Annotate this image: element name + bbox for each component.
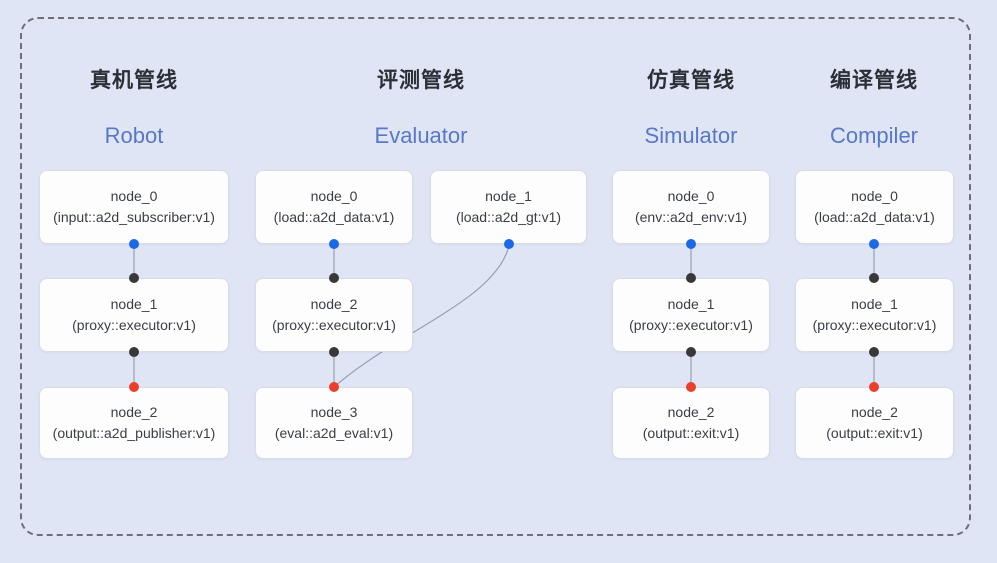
node-name: node_1 bbox=[667, 296, 715, 312]
port-dot-red bbox=[869, 382, 879, 392]
node-impl: (proxy::executor:v1) bbox=[812, 317, 937, 333]
port-dot-blue bbox=[129, 239, 139, 249]
node-impl: (proxy::executor:v1) bbox=[72, 317, 196, 333]
pipeline-title-en-robot: Robot bbox=[104, 123, 164, 148]
port-dot-dark bbox=[686, 347, 696, 357]
pipeline-title-zh-evaluator: 评测管线 bbox=[377, 69, 465, 92]
node-impl: (env::a2d_env:v1) bbox=[634, 209, 748, 225]
node-impl: (output::exit:v1) bbox=[642, 425, 740, 441]
node-name: node_2 bbox=[667, 404, 715, 420]
port-dot-dark bbox=[329, 273, 339, 283]
node-impl: (output::exit:v1) bbox=[826, 425, 923, 441]
port-dot-red bbox=[686, 382, 696, 392]
node-name: node_0 bbox=[310, 188, 358, 204]
port-dot-blue bbox=[329, 239, 339, 249]
node-box-evaluator-0: node_0 (load::a2d_data:v1) bbox=[255, 170, 413, 244]
pipeline-title-zh-compiler: 编译管线 bbox=[830, 69, 918, 92]
node-box-evaluator-2: node_2 (proxy::executor:v1) bbox=[255, 278, 413, 352]
node-impl: (eval::a2d_eval:v1) bbox=[274, 425, 394, 441]
port-dot-blue bbox=[869, 239, 879, 249]
port-dot-red bbox=[129, 382, 139, 392]
node-box-compiler-2: node_2 (output::exit:v1) bbox=[795, 387, 954, 459]
node-name: node_0 bbox=[851, 188, 898, 204]
node-impl: (load::a2d_data:v1) bbox=[814, 209, 935, 225]
node-name: node_2 bbox=[110, 404, 158, 420]
node-name: node_2 bbox=[851, 404, 898, 420]
node-box-simulator-2: node_2 (output::exit:v1) bbox=[612, 387, 770, 459]
port-dot-blue bbox=[504, 239, 514, 249]
port-dot-dark bbox=[129, 273, 139, 283]
port-dot-dark bbox=[869, 347, 879, 357]
port-dot-red bbox=[329, 382, 339, 392]
node-name: node_1 bbox=[485, 188, 532, 204]
node-box-evaluator-3: node_3 (eval::a2d_eval:v1) bbox=[255, 387, 413, 459]
node-box-robot-2: node_2 (output::a2d_publisher:v1) bbox=[39, 387, 229, 459]
node-box-simulator-0: node_0 (env::a2d_env:v1) bbox=[612, 170, 770, 244]
node-box-evaluator-1: node_1 (load::a2d_gt:v1) bbox=[430, 170, 587, 244]
pipeline-title-zh-simulator: 仿真管线 bbox=[647, 69, 735, 92]
node-name: node_1 bbox=[110, 296, 158, 312]
node-name: node_1 bbox=[851, 296, 898, 312]
node-name: node_0 bbox=[110, 188, 158, 204]
port-dot-blue bbox=[686, 239, 696, 249]
vertical-connectors bbox=[133, 244, 875, 387]
port-dot-dark bbox=[129, 347, 139, 357]
pipeline-title-en-simulator: Simulator bbox=[644, 123, 738, 148]
node-impl: (input::a2d_subscriber:v1) bbox=[53, 209, 215, 225]
node-box-compiler-0: node_0 (load::a2d_data:v1) bbox=[795, 170, 954, 244]
node-impl: (load::a2d_gt:v1) bbox=[455, 209, 562, 225]
node-impl: (output::a2d_publisher:v1) bbox=[52, 425, 216, 441]
pipeline-title-zh-robot: 真机管线 bbox=[90, 69, 178, 92]
port-dot-dark bbox=[869, 273, 879, 283]
node-name: node_0 bbox=[667, 188, 715, 204]
dashed-frame bbox=[20, 17, 971, 536]
node-impl: (proxy::executor:v1) bbox=[629, 317, 753, 333]
node-impl: (proxy::executor:v1) bbox=[272, 317, 396, 333]
gt-to-eval-curve bbox=[333, 245, 510, 388]
node-name: node_3 bbox=[310, 404, 358, 420]
port-dot-dark bbox=[329, 347, 339, 357]
node-name: node_2 bbox=[310, 296, 358, 312]
node-box-robot-0: node_0 (input::a2d_subscriber:v1) bbox=[39, 170, 229, 244]
node-impl: (load::a2d_data:v1) bbox=[273, 209, 395, 225]
pipeline-title-en-compiler: Compiler bbox=[829, 123, 919, 148]
node-box-compiler-1: node_1 (proxy::executor:v1) bbox=[795, 278, 954, 352]
port-dot-dark bbox=[686, 273, 696, 283]
pipeline-title-en-evaluator: Evaluator bbox=[374, 123, 468, 148]
node-box-simulator-1: node_1 (proxy::executor:v1) bbox=[612, 278, 770, 352]
node-box-robot-1: node_1 (proxy::executor:v1) bbox=[39, 278, 229, 352]
